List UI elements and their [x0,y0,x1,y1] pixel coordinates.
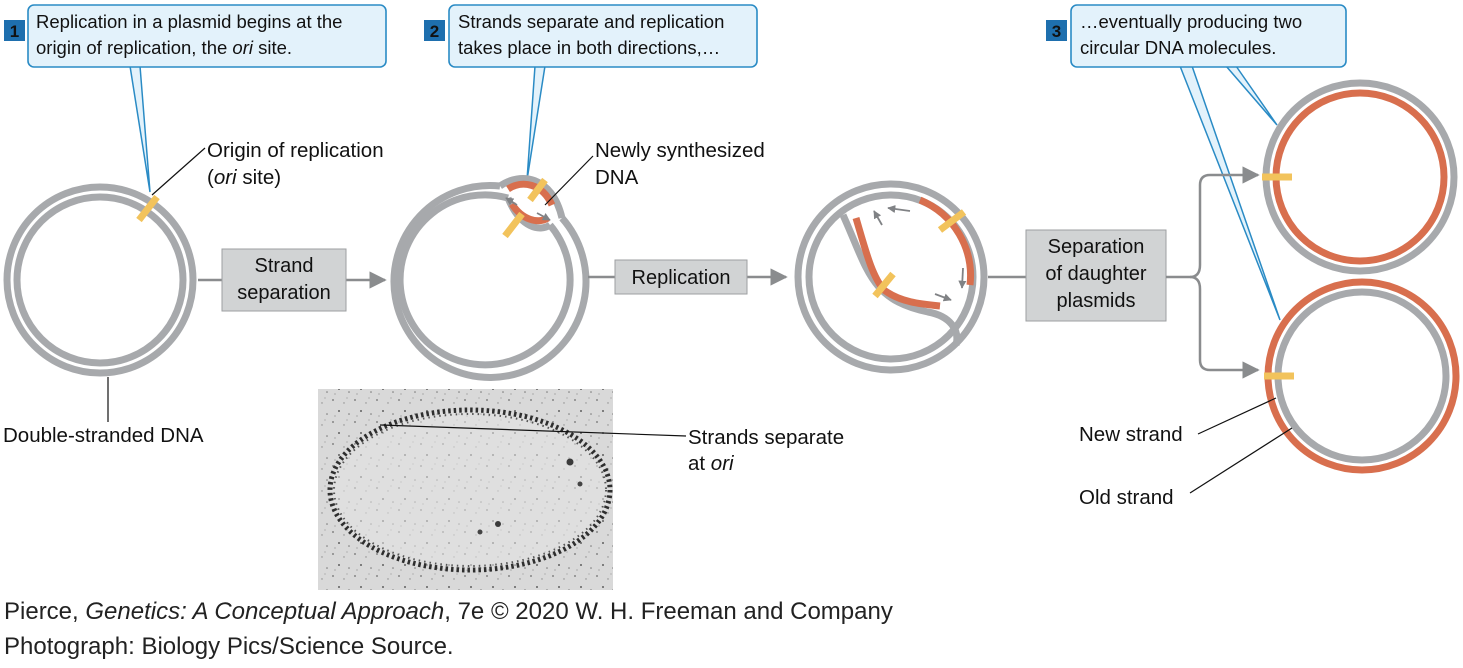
new-strand-label: New strand [1079,423,1183,446]
origin-leader-line [151,147,206,196]
step-3-pointer-a [1225,65,1278,126]
new-dna-inner-arc [852,217,941,310]
step-3-box [1070,4,1347,68]
step-1-line1: Replication in a plasmid begins at the [36,11,342,32]
separation-line2: of daughter [1045,263,1147,285]
step-2-pointer [526,65,546,181]
double-stranded-label: Double-stranded DNA [3,424,204,447]
daughter-plasmid-top [1262,79,1458,275]
step-2-number: 2 [430,22,439,41]
step-2-box [448,4,758,68]
new-dna-outer-arc [918,196,974,286]
ori-marker-theta-a [937,209,967,233]
plasmid-theta-structure [794,180,988,374]
step-3-callout: 3 …eventually producing two circular DNA… [1046,4,1347,321]
step-2-line1: Strands separate and replication [458,11,724,32]
ori-marker-theta-b [872,271,896,299]
newly-synthesized-leader-line [544,155,594,206]
ori-marker [136,194,160,223]
step-3-badge [1046,20,1067,41]
separation-daughter-box: Separation of daughter plasmids [1025,229,1167,322]
ori-marker-bubble-a [527,177,548,203]
daughter-plasmid-bottom [1264,278,1460,474]
old-strand-label: Old strand [1079,486,1174,509]
newly-synthesized-label-line2: DNA [595,166,639,189]
step-2-badge [424,20,445,41]
origin-label-line2: (ori site) [207,166,281,189]
step-1-callout: 1 Replication in a plasmid begins at the… [4,4,387,193]
step-3-pointer-b [1179,65,1281,321]
strand-separation-line2: separation [237,282,330,304]
separation-line1: Separation [1048,236,1145,258]
strand-separation-line1: Strand [255,255,314,277]
step-1-pointer [129,65,151,193]
strands-separate-label-line1: Strands separate [688,426,844,449]
step-1-number: 1 [10,22,19,41]
step-3-line1: …eventually producing two [1080,11,1302,32]
new-strand-leader-line [1197,397,1277,435]
ori-marker-bubble-b [502,211,525,239]
step-1-badge [4,20,25,41]
micrograph-photo [318,389,613,590]
step-2-line2: takes place in both directions,… [458,37,720,58]
old-strand-leader-line [1189,427,1293,494]
newly-synthesized-label-line1: Newly synthesized [595,139,765,162]
plasmid-replication-bubble [390,175,590,381]
step-2-callout: 2 Strands separate and replication takes… [424,4,758,181]
strands-separate-leader-line [379,424,687,437]
step-1-box [27,4,387,68]
replication-label: Replication [632,267,731,289]
credit-line-2: Photograph: Biology Pics/Science Source. [4,633,454,660]
separation-line3: plasmids [1057,290,1136,312]
origin-label-line1: Origin of replication [207,139,384,162]
step-3-line2: circular DNA molecules. [1080,37,1276,58]
strand-separation-box: Strand separation [221,248,347,312]
plasmid-double-stranded [3,183,197,377]
credit-line-1: Pierce, Genetics: A Conceptual Approach,… [4,598,893,625]
branch-arrows [1166,166,1260,379]
replication-box: Replication [614,259,748,295]
step-3-number: 3 [1052,22,1061,41]
strands-separate-label-line2: at ori [688,452,735,475]
step-1-line2: origin of replication, the ori site. [36,37,292,58]
